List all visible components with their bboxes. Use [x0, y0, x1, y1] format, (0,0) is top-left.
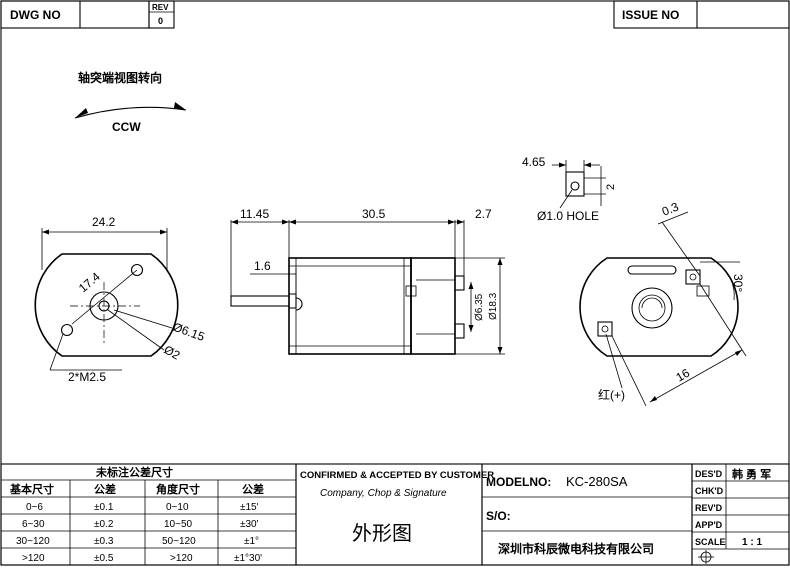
side-view: 11.45 30.5 2.7 1.6 Ø6.35 Ø18.3 — [230, 207, 505, 355]
tol-cell: 0~6 — [26, 502, 43, 513]
des-value: 韩 勇 军 — [732, 467, 771, 481]
tol-cell: 10~50 — [164, 519, 193, 530]
term-width-dim: 4.65 — [522, 155, 546, 169]
app-label: APP'D — [695, 520, 723, 530]
rev-label: REV — [152, 3, 169, 12]
front-screw-dim: 2*M2.5 — [68, 370, 106, 384]
terminal-detail: 4.65 2 Ø1.0 HOLE — [522, 155, 617, 223]
model-value: KC-280SA — [566, 474, 628, 489]
tol-cell: >120 — [22, 553, 45, 564]
scale-value: 1 : 1 — [742, 537, 762, 548]
tolerance-title: 未标注公差尺寸 — [95, 465, 173, 479]
front-hole-dia: Ø6.15 — [171, 320, 207, 344]
model-block: MODELNO: KC-280SA S/O: 深圳市科辰微电科技有限公司 — [481, 463, 693, 566]
term-height-dim: 2 — [605, 184, 617, 190]
tol-cell: >120 — [170, 553, 193, 564]
front-width-dim: 24.2 — [92, 215, 116, 229]
rear-red-label: 红(+) — [598, 387, 625, 402]
scale-label: SCALE — [695, 537, 726, 547]
signoff-block: DES'D 韩 勇 军 CHK'D REV'D APP'D SCALE 1 : … — [691, 463, 790, 566]
tol-cell: 0~10 — [166, 502, 189, 513]
side-shaft-len: 11.45 — [240, 207, 269, 221]
front-diag-dim: 17.4 — [76, 269, 103, 295]
rotation-caption: 轴突端视图转向 — [78, 70, 162, 85]
tol-cell: 30~120 — [16, 536, 50, 547]
tol-header-1: 公差 — [94, 482, 116, 496]
tol-cell: ±30' — [240, 519, 259, 530]
tol-cell: ±1°30' — [234, 553, 262, 564]
rear-dist-dim: 16 — [674, 366, 693, 385]
company-name: 深圳市科辰微电科技有限公司 — [498, 541, 654, 556]
tol-cell: ±0.1 — [94, 502, 114, 513]
model-label: MODELNO: — [486, 475, 551, 489]
header-dwg-block: DWG NO REV 0 — [0, 0, 175, 29]
term-hole-dim: Ø1.0 HOLE — [537, 209, 599, 223]
tol-header-0: 基本尺寸 — [9, 482, 54, 496]
tol-header-3: 公差 — [242, 482, 264, 496]
tol-cell: ±0.5 — [94, 553, 114, 564]
projection-symbol-icon — [698, 550, 714, 564]
customer-confirm-block: CONFIRMED & ACCEPTED BY CUSTOMER Company… — [295, 463, 494, 566]
rear-angle-dim: 30° — [731, 274, 745, 292]
side-inner-dia: Ø6.35 — [474, 293, 485, 321]
tol-cell: ±0.2 — [94, 519, 114, 530]
rear-offset-dim: 0.3 — [660, 199, 681, 218]
front-view: 24.2 17.4 Ø6.15 Ø2 2*M2.5 — [34, 215, 207, 384]
tolerance-table: 未标注公差尺寸 基本尺寸 公差 角度尺寸 公差 0~6 ±0.1 0~10 ±1… — [0, 463, 297, 566]
revd-label: REV'D — [695, 503, 723, 513]
chk-label: CHK'D — [695, 486, 724, 496]
tol-cell: 50~120 — [162, 536, 196, 547]
tol-cell: ±15' — [240, 502, 259, 513]
rotation-direction: CCW — [112, 120, 141, 134]
confirm-subtitle: Company, Chop & Signature — [320, 488, 447, 499]
front-shaft-dia: Ø2 — [162, 342, 183, 362]
drawing-name: 外形图 — [352, 522, 412, 545]
des-label: DES'D — [695, 469, 723, 479]
side-term-len: 2.7 — [475, 207, 492, 221]
dwg-no-label: DWG NO — [10, 8, 61, 22]
rotation-indicator: 轴突端视图转向 CCW — [74, 70, 187, 134]
tol-cell: ±1° — [244, 536, 259, 547]
side-boss-len: 1.6 — [254, 259, 271, 273]
so-label: S/O: — [486, 509, 511, 523]
side-body-len: 30.5 — [362, 207, 386, 221]
confirm-title: CONFIRMED & ACCEPTED BY CUSTOMER — [300, 470, 494, 481]
tol-cell: 6~30 — [22, 519, 45, 530]
tol-cell: ±0.3 — [94, 536, 114, 547]
side-outer-dia: Ø18.3 — [488, 292, 499, 320]
rev-value: 0 — [158, 16, 163, 26]
header-issue-block: ISSUE NO — [613, 0, 790, 29]
issue-no-label: ISSUE NO — [622, 8, 679, 22]
rear-view: 0.3 30° 16 红(+) — [579, 199, 747, 407]
tol-header-2: 角度尺寸 — [156, 482, 200, 496]
